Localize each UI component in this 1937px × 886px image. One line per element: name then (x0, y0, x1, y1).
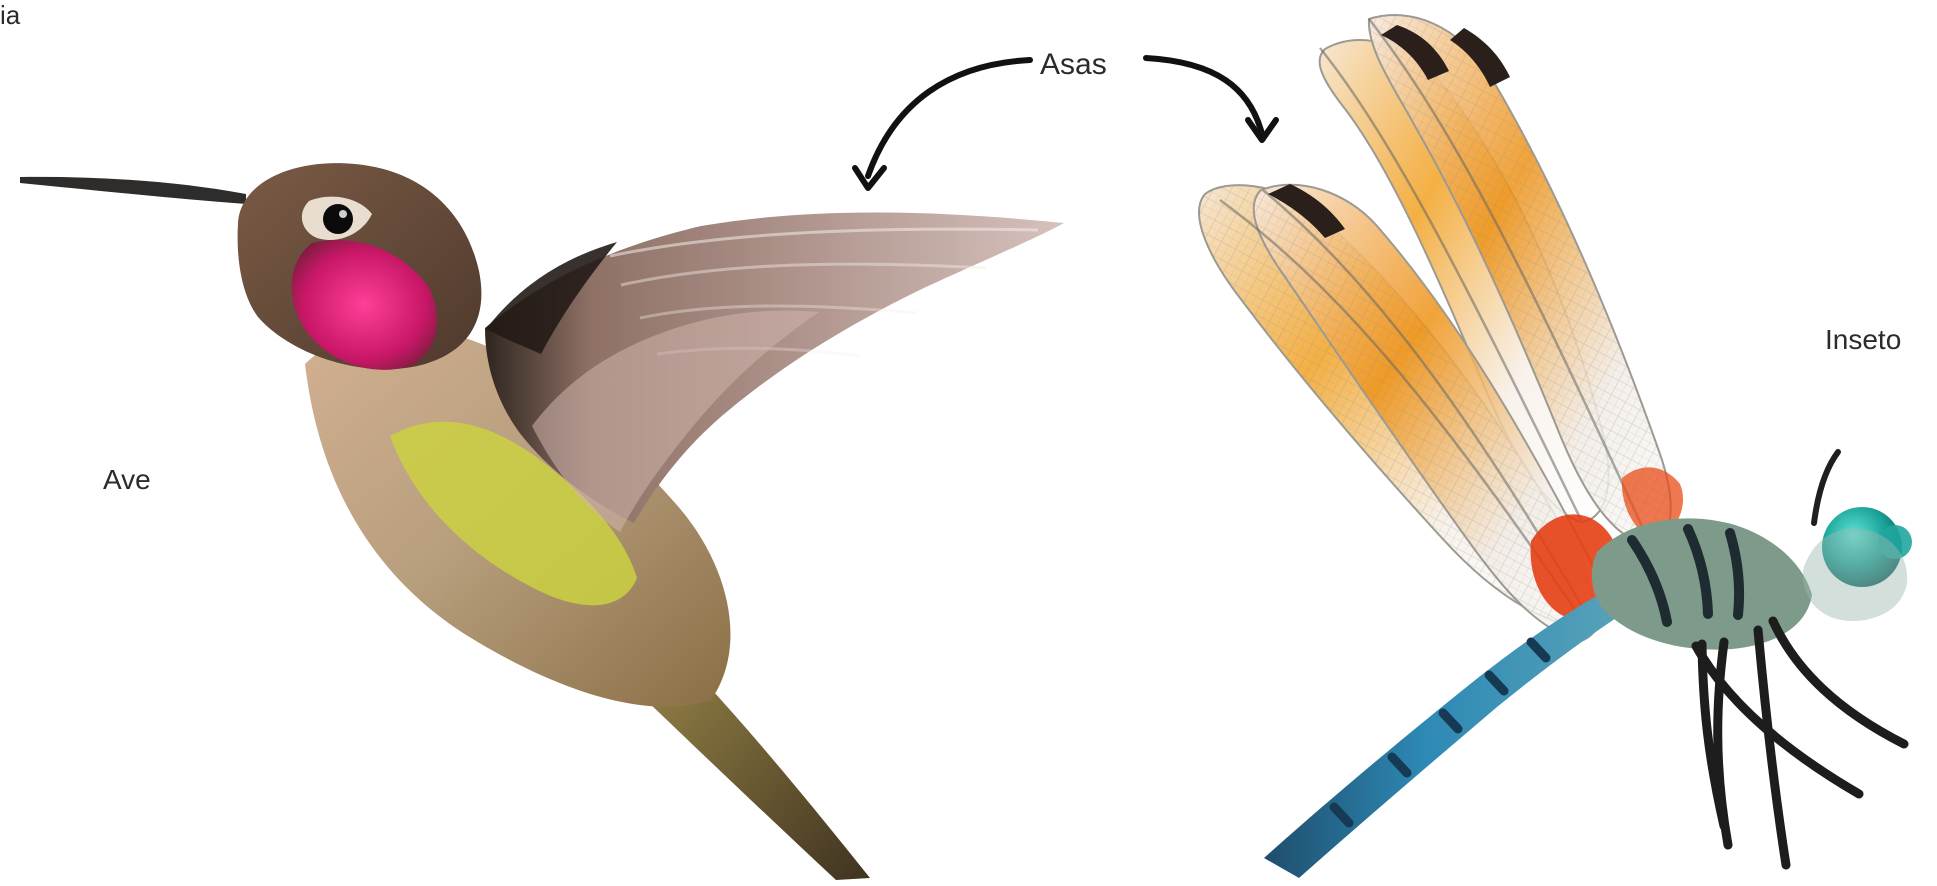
left-arrow (868, 60, 1030, 176)
corner-text-fragment: ia (0, 2, 20, 28)
dragonfly-antenna (1814, 452, 1838, 523)
dragonfly-abdomen (1264, 591, 1622, 878)
dragonfly-leg-1 (1773, 621, 1904, 744)
hummingbird-eye-highlight (339, 210, 347, 218)
insect-label: Inseto (1825, 326, 1901, 354)
hummingbird-eye (323, 204, 353, 234)
right-arrow (1146, 58, 1262, 134)
wings-label: Asas (1040, 50, 1107, 80)
dragonfly (1199, 15, 1912, 878)
hummingbird-beak (20, 177, 246, 204)
bird-label: Ave (103, 466, 151, 494)
hummingbird (20, 163, 1064, 880)
